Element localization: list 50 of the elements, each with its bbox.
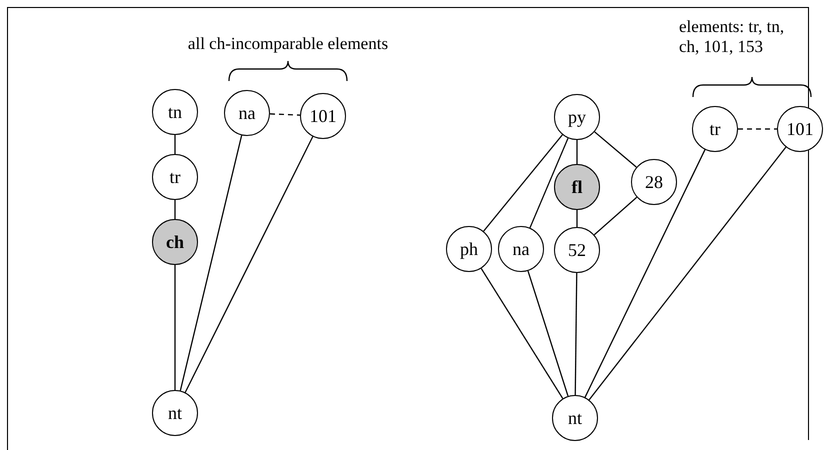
node-label: tr — [710, 118, 720, 140]
line — [527, 270, 569, 396]
dashed-line — [738, 128, 777, 130]
node-label: ch — [166, 232, 184, 252]
node-label: tn — [168, 102, 182, 122]
line — [576, 210, 578, 227]
node-circle — [631, 159, 677, 205]
node-circle — [554, 94, 600, 140]
line — [576, 140, 578, 164]
node-circle — [446, 226, 492, 272]
node-circle — [498, 226, 544, 272]
node-label: 101 — [786, 118, 814, 140]
dashed-line — [270, 113, 300, 116]
node-label: nt — [168, 402, 182, 424]
node-label: fl — [572, 176, 582, 198]
line — [483, 134, 563, 232]
node-circle — [554, 164, 600, 210]
annotation-text: all ch-incomparable elements — [186, 34, 390, 54]
line — [480, 268, 564, 399]
node-circle — [224, 90, 270, 136]
node-circle — [152, 219, 198, 265]
line — [574, 273, 578, 395]
node-circle — [777, 106, 823, 152]
node-label: 28 — [645, 172, 663, 192]
node-label: 52 — [568, 240, 586, 260]
line — [174, 265, 176, 390]
node-label: ph — [460, 238, 478, 260]
line — [584, 149, 706, 398]
node-circle — [692, 106, 738, 152]
node-label: 101 — [310, 106, 336, 126]
node-label: na — [238, 102, 256, 124]
line — [184, 136, 314, 393]
line — [594, 196, 638, 236]
node-label: tr — [170, 166, 180, 188]
node-circle — [152, 154, 198, 200]
line — [174, 135, 176, 154]
node-circle — [152, 89, 198, 135]
node-circle — [554, 227, 600, 273]
node-circle — [552, 395, 598, 441]
line — [588, 146, 786, 400]
node-label: na — [512, 238, 530, 260]
node-label: nt — [568, 408, 582, 428]
line — [594, 131, 637, 168]
line — [180, 135, 242, 391]
line — [174, 200, 176, 219]
node-label: py — [568, 106, 586, 128]
line — [529, 138, 569, 228]
node-circle — [152, 390, 198, 436]
annotation-text: elements: tr, tn, ch, 101, 153 — [679, 17, 786, 57]
node-circle — [300, 93, 346, 139]
